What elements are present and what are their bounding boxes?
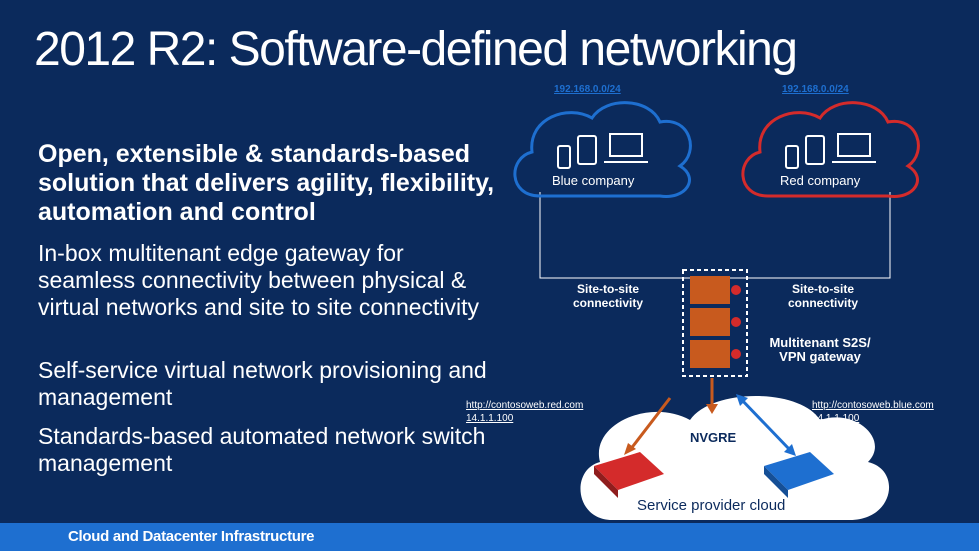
bullet-switch-management: Standards-based automated network switch…	[38, 423, 486, 476]
service-provider-cloud	[580, 396, 890, 520]
site-to-site-right-label: Site-to-site connectivity	[787, 282, 859, 310]
slide-title: 2012 R2: Software-defined networking	[34, 23, 798, 76]
blue-subnet-label: 192.168.0.0/24	[554, 84, 621, 95]
tablet-icon	[805, 135, 825, 165]
blue-company-label: Blue company	[552, 173, 635, 188]
router-icon	[764, 452, 834, 498]
footer-text: Cloud and Datacenter Infrastructure	[68, 528, 315, 545]
red-web-link[interactable]: http://contosoweb.red.com	[466, 400, 584, 411]
red-web-ip: 14.1.1.100	[466, 413, 514, 424]
router-icon	[594, 452, 664, 498]
blue-web-ip: 14.1.1.100	[812, 413, 860, 424]
phone-icon	[785, 145, 799, 169]
red-subnet-label: 192.168.0.0/24	[782, 84, 849, 95]
phone-icon	[557, 145, 571, 169]
service-provider-label: Service provider cloud	[637, 497, 786, 514]
nvgre-label: NVGRE	[690, 430, 737, 445]
gateway-label: Multitenant S2S/ VPN gateway	[769, 335, 871, 364]
laptop-icon	[604, 133, 648, 163]
tablet-icon	[577, 135, 597, 165]
red-company-label: Red company	[780, 173, 861, 188]
tunnel-arrows	[624, 378, 796, 456]
bullet-self-service: Self-service virtual network provisionin…	[38, 357, 487, 410]
laptop-icon	[832, 133, 876, 163]
blue-web-link[interactable]: http://contosoweb.blue.com	[812, 400, 934, 411]
server-rack-icon	[682, 269, 748, 377]
bullet-edge-gateway: In-box multitenant edge gateway for seam…	[38, 240, 480, 320]
footer-bar: Cloud and Datacenter Infrastructure	[0, 523, 979, 551]
slide-heading: Open, extensible & standards-based solut…	[38, 140, 495, 226]
connection-lines	[539, 192, 891, 279]
red-company-cloud	[741, 101, 920, 198]
site-to-site-left-label: Site-to-site connectivity	[572, 282, 644, 310]
blue-company-cloud	[513, 101, 692, 198]
